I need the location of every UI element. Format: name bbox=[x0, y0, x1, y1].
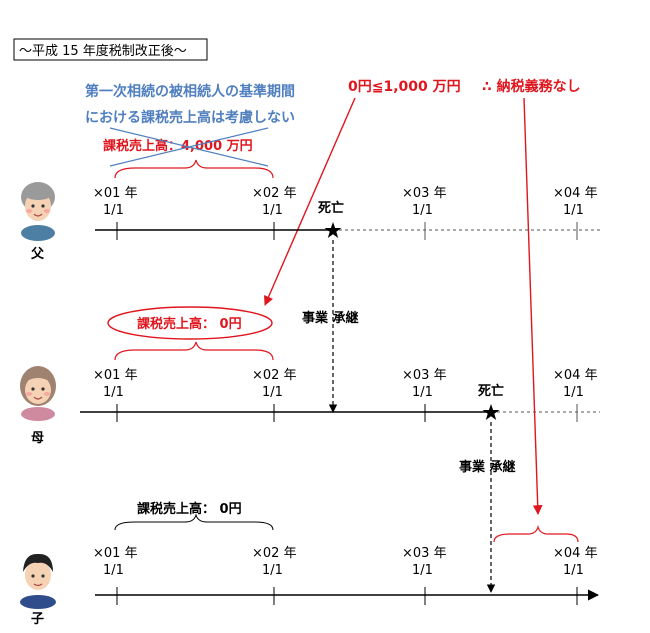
mother-date-03-day: 1/1 bbox=[412, 385, 433, 400]
mother-row: 母 ×01 年 1/1 ×02 年 1/1 ×03 年 1/1 ×04 年 1/… bbox=[20, 366, 600, 446]
mother-sales-ellipse bbox=[107, 306, 273, 340]
father-brace bbox=[114, 159, 274, 179]
father-date-01-year: ×01 年 bbox=[93, 186, 138, 201]
father-sales-label: 課税売上高：4,000 万円 bbox=[103, 138, 253, 154]
mother-avatar bbox=[20, 366, 56, 421]
father-death-label: 死亡 bbox=[318, 200, 344, 216]
mother-date-01-day: 1/1 bbox=[103, 385, 124, 400]
child-sales: 課税売上高： 0円 bbox=[114, 501, 579, 543]
father-date-03-year: ×03 年 bbox=[402, 186, 447, 201]
father-row: 父 ×01 年 1/1 ×02 年 1/1 ×03 年 1/1 ×04 年 1/… bbox=[21, 182, 600, 262]
red-arrow-to-mother bbox=[264, 97, 356, 306]
child-date-04-year: ×04 年 bbox=[553, 546, 598, 561]
child-avatar bbox=[20, 553, 56, 609]
father-date-02-year: ×02 年 bbox=[252, 186, 297, 201]
succession-label-1: 事業 承継 bbox=[302, 310, 359, 326]
cross-line-2 bbox=[109, 127, 269, 167]
child-date-02-year: ×02 年 bbox=[252, 546, 297, 561]
mother-date-02-year: ×02 年 bbox=[252, 368, 297, 383]
child-brace-red bbox=[493, 524, 579, 543]
father-date-03-day: 1/1 bbox=[412, 203, 433, 218]
header: 〜平成 15 年度税制改正後〜 bbox=[13, 38, 208, 61]
mother-date-02-day: 1/1 bbox=[262, 385, 283, 400]
child-date-01-day: 1/1 bbox=[103, 563, 124, 578]
note: 第一次相続の被相続人の基準期間 における課税売上高は考慮しない bbox=[85, 83, 295, 126]
child-date-04-day: 1/1 bbox=[563, 563, 584, 578]
mother-brace bbox=[114, 341, 274, 361]
mother-death-star bbox=[482, 404, 500, 420]
mother-death-label: 死亡 bbox=[478, 383, 504, 399]
child-brace-black bbox=[114, 513, 274, 531]
mother-date-01-year: ×01 年 bbox=[93, 368, 138, 383]
mother-date-03-year: ×03 年 bbox=[402, 368, 447, 383]
header-title: 〜平成 15 年度税制改正後〜 bbox=[19, 43, 187, 59]
child-label: 子 bbox=[31, 612, 44, 627]
child-row: 子 ×01 年 1/1 ×02 年 1/1 ×03 年 1/1 ×04 年 1/… bbox=[20, 546, 600, 627]
note-line2: における課税売上高は考慮しない bbox=[85, 109, 295, 126]
succession-label-2: 事業 承継 bbox=[459, 459, 516, 475]
father-avatar bbox=[21, 182, 55, 241]
child-sales-label: 課税売上高： 0円 bbox=[137, 501, 242, 517]
mother-sales: 課税売上高： 0円 bbox=[107, 306, 274, 361]
red-arrow-to-child bbox=[523, 97, 543, 515]
father-sales: 課税売上高：4,000 万円 bbox=[103, 127, 274, 179]
father-death-star bbox=[324, 222, 342, 238]
condition-conclusion: ∴ 納税義務なし bbox=[482, 78, 581, 95]
father-date-01-day: 1/1 bbox=[103, 203, 124, 218]
mother-date-04-year: ×04 年 bbox=[553, 368, 598, 383]
father-date-04-year: ×04 年 bbox=[553, 186, 598, 201]
note-line1: 第一次相続の被相続人の基準期間 bbox=[85, 83, 295, 100]
father-date-02-day: 1/1 bbox=[262, 203, 283, 218]
mother-date-04-day: 1/1 bbox=[563, 385, 584, 400]
condition: 0円≦1,000 万円 ∴ 納税義務なし bbox=[348, 78, 581, 95]
child-date-03-year: ×03 年 bbox=[402, 546, 447, 561]
child-date-01-year: ×01 年 bbox=[93, 546, 138, 561]
child-date-03-day: 1/1 bbox=[412, 563, 433, 578]
mother-label: 母 bbox=[31, 431, 44, 446]
father-date-04-day: 1/1 bbox=[563, 203, 584, 218]
child-date-02-day: 1/1 bbox=[262, 563, 283, 578]
mother-sales-label: 課税売上高： 0円 bbox=[137, 316, 242, 332]
father-label: 父 bbox=[30, 247, 45, 262]
header-box bbox=[13, 38, 208, 61]
condition-formula: 0円≦1,000 万円 bbox=[348, 79, 461, 95]
